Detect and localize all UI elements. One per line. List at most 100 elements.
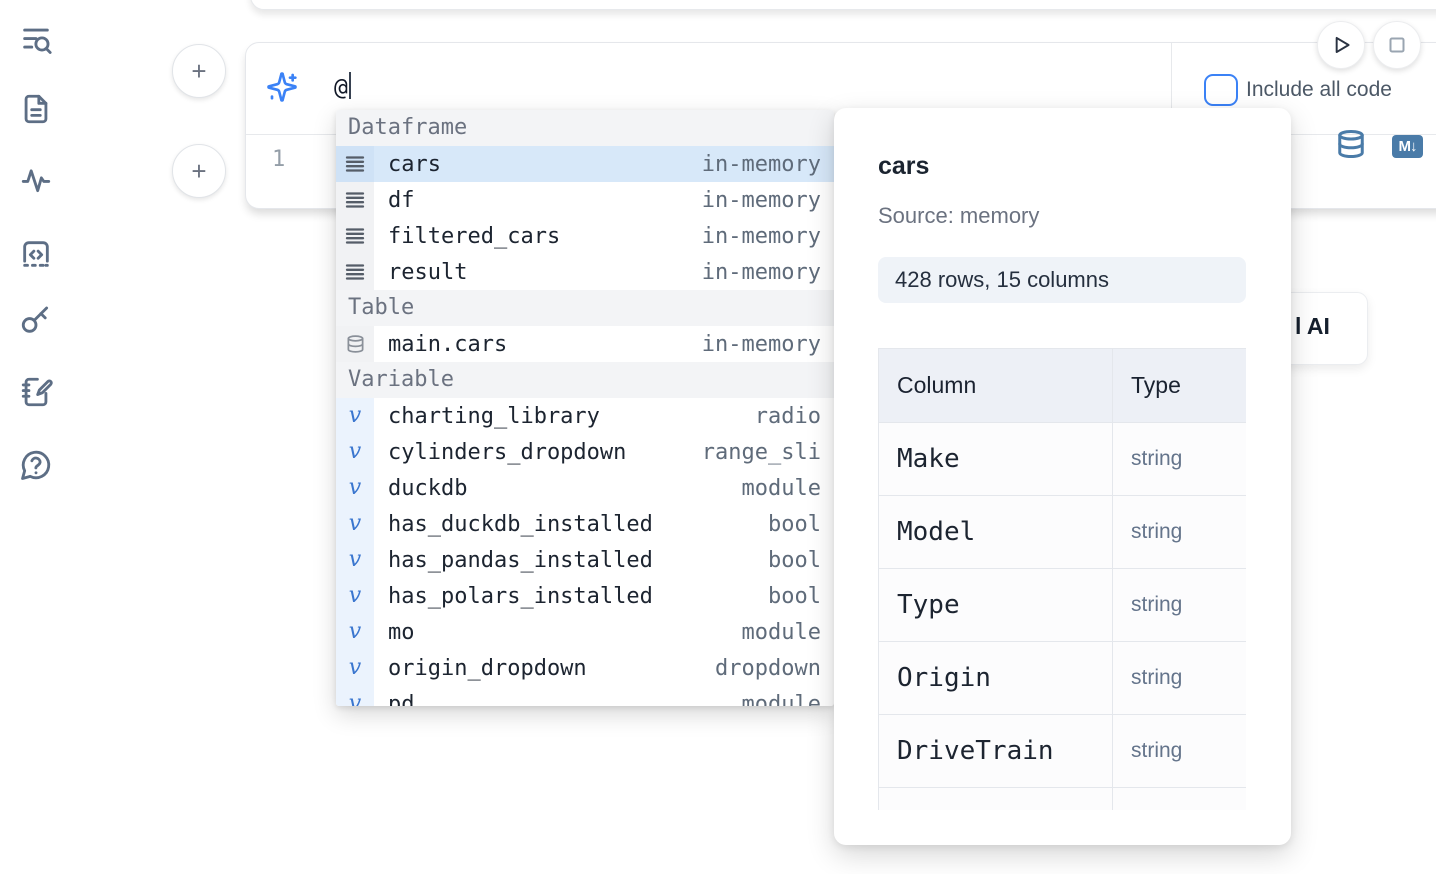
item-name: cars: [388, 151, 441, 177]
column-type-cell: string: [1112, 641, 1246, 715]
item-type: module: [741, 691, 821, 707]
item-type: in-memory: [701, 187, 821, 213]
autocomplete-item[interactable]: v duckdb module: [336, 470, 834, 506]
item-gutter: v: [336, 434, 374, 470]
variable-icon: v: [348, 403, 362, 428]
list-search-icon[interactable]: [19, 23, 53, 57]
autocomplete-item[interactable]: v result in-memory: [336, 254, 834, 290]
item-gutter: v: [336, 686, 374, 706]
variable-icon: v: [348, 655, 362, 680]
file-text-icon[interactable]: [19, 92, 53, 126]
column-type-cell: string: [1112, 714, 1246, 788]
add-cell-above-button[interactable]: +: [172, 44, 226, 98]
run-cell-button[interactable]: [1317, 21, 1365, 69]
variable-icon: v: [348, 583, 362, 608]
autocomplete-list: Dataframe v cars in-memory v df in-memor…: [336, 110, 834, 706]
item-gutter: v: [336, 182, 374, 218]
item-gutter: v: [336, 578, 374, 614]
autocomplete-item[interactable]: v df in-memory: [336, 182, 834, 218]
add-cell-below-button[interactable]: +: [172, 144, 226, 198]
preview-table-row: Origin string: [878, 641, 1246, 715]
autocomplete-item[interactable]: v mo module: [336, 614, 834, 650]
preview-type-header: Type: [1112, 348, 1246, 423]
item-name: has_pandas_installed: [388, 547, 653, 573]
preview-table-body: Make string Model string Type string Ori…: [878, 422, 1246, 788]
autocomplete-item[interactable]: v cylinders_dropdown range_sli: [336, 434, 834, 470]
item-gutter: v: [336, 326, 374, 362]
item-name: df: [388, 187, 415, 213]
datasource-button[interactable]: [1336, 129, 1366, 161]
item-name: origin_dropdown: [388, 655, 587, 681]
key-icon[interactable]: [19, 303, 53, 337]
markdown-convert-button[interactable]: M↓: [1392, 135, 1423, 158]
code-snippets-icon[interactable]: [19, 237, 53, 271]
autocomplete-item[interactable]: v main.cars in-memory: [336, 326, 834, 362]
item-type: range_sli: [701, 439, 821, 465]
ai-button-fragment-text: l AI: [1295, 313, 1330, 339]
autocomplete-item[interactable]: v pd module: [336, 686, 834, 706]
include-all-code-label: Include all code: [1246, 78, 1392, 101]
autocomplete-section-header: Variable: [336, 362, 834, 398]
item-name: duckdb: [388, 475, 468, 501]
item-type: in-memory: [701, 331, 821, 357]
item-type: in-memory: [701, 223, 821, 249]
column-type-cell: string: [1112, 422, 1246, 496]
item-gutter: v: [336, 254, 374, 290]
variable-icon: v: [348, 475, 362, 500]
column-name-cell: Make: [878, 422, 1113, 496]
variable-icon: v: [348, 691, 362, 707]
item-name: has_polars_installed: [388, 583, 653, 609]
markdown-badge: M↓: [1398, 138, 1418, 155]
code-editor-row[interactable]: 1: [246, 135, 1436, 208]
autocomplete-item[interactable]: v filtered_cars in-memory: [336, 218, 834, 254]
item-type: radio: [754, 403, 821, 429]
item-name: filtered_cars: [388, 223, 561, 249]
item-type: bool: [768, 511, 821, 537]
prompt-query-text: @: [334, 75, 348, 101]
include-all-code-checkbox[interactable]: [1204, 74, 1238, 106]
item-type: bool: [768, 583, 821, 609]
prompt-divider: [1171, 43, 1172, 134]
item-gutter: v: [336, 146, 374, 182]
previous-cell-bottom: [250, 0, 1436, 10]
autocomplete-item[interactable]: v has_polars_installed bool: [336, 578, 834, 614]
preview-title: cars: [878, 152, 930, 180]
item-gutter: v: [336, 614, 374, 650]
item-name: pd: [388, 691, 415, 707]
autocomplete-item[interactable]: v charting_library radio: [336, 398, 834, 434]
item-gutter: v: [336, 398, 374, 434]
sidebar: [0, 0, 70, 874]
stop-button[interactable]: [1373, 21, 1421, 69]
autocomplete-item[interactable]: v has_duckdb_installed bool: [336, 506, 834, 542]
variable-icon: v: [348, 619, 362, 644]
preview-table: Column Type Make string Model string Typ…: [878, 348, 1246, 810]
item-gutter: v: [336, 542, 374, 578]
item-name: cylinders_dropdown: [388, 439, 627, 465]
column-name-cell: DriveTrain: [878, 714, 1113, 788]
preview-col-header: Column: [878, 348, 1113, 423]
autocomplete-item[interactable]: v cars in-memory: [336, 146, 834, 182]
item-gutter: v: [336, 650, 374, 686]
column-type-cell: string: [1112, 568, 1246, 642]
autocomplete-section-header: Table: [336, 290, 834, 326]
item-type: module: [741, 619, 821, 645]
item-name: has_duckdb_installed: [388, 511, 653, 537]
text-cursor: [348, 72, 351, 99]
play-icon: [1335, 36, 1350, 54]
activity-icon[interactable]: [19, 163, 53, 197]
autocomplete-item[interactable]: v has_pandas_installed bool: [336, 542, 834, 578]
ai-prompt-input[interactable]: @: [334, 72, 351, 101]
rows-icon: [345, 264, 365, 280]
column-name-cell: Origin: [878, 641, 1113, 715]
help-chat-icon[interactable]: [19, 448, 53, 482]
preview-shape-text: 428 rows, 15 columns: [895, 267, 1109, 292]
preview-source: Source: memory: [878, 203, 1040, 228]
variable-icon: v: [348, 439, 362, 464]
item-type: bool: [768, 547, 821, 573]
column-name-cell: Type: [878, 568, 1113, 642]
autocomplete-item[interactable]: v origin_dropdown dropdown: [336, 650, 834, 686]
rows-icon: [345, 156, 365, 172]
sparkles-icon: [266, 71, 298, 103]
dataframe-preview-card: cars Source: memory 428 rows, 15 columns…: [834, 108, 1291, 845]
notebook-pen-icon[interactable]: [19, 375, 53, 409]
